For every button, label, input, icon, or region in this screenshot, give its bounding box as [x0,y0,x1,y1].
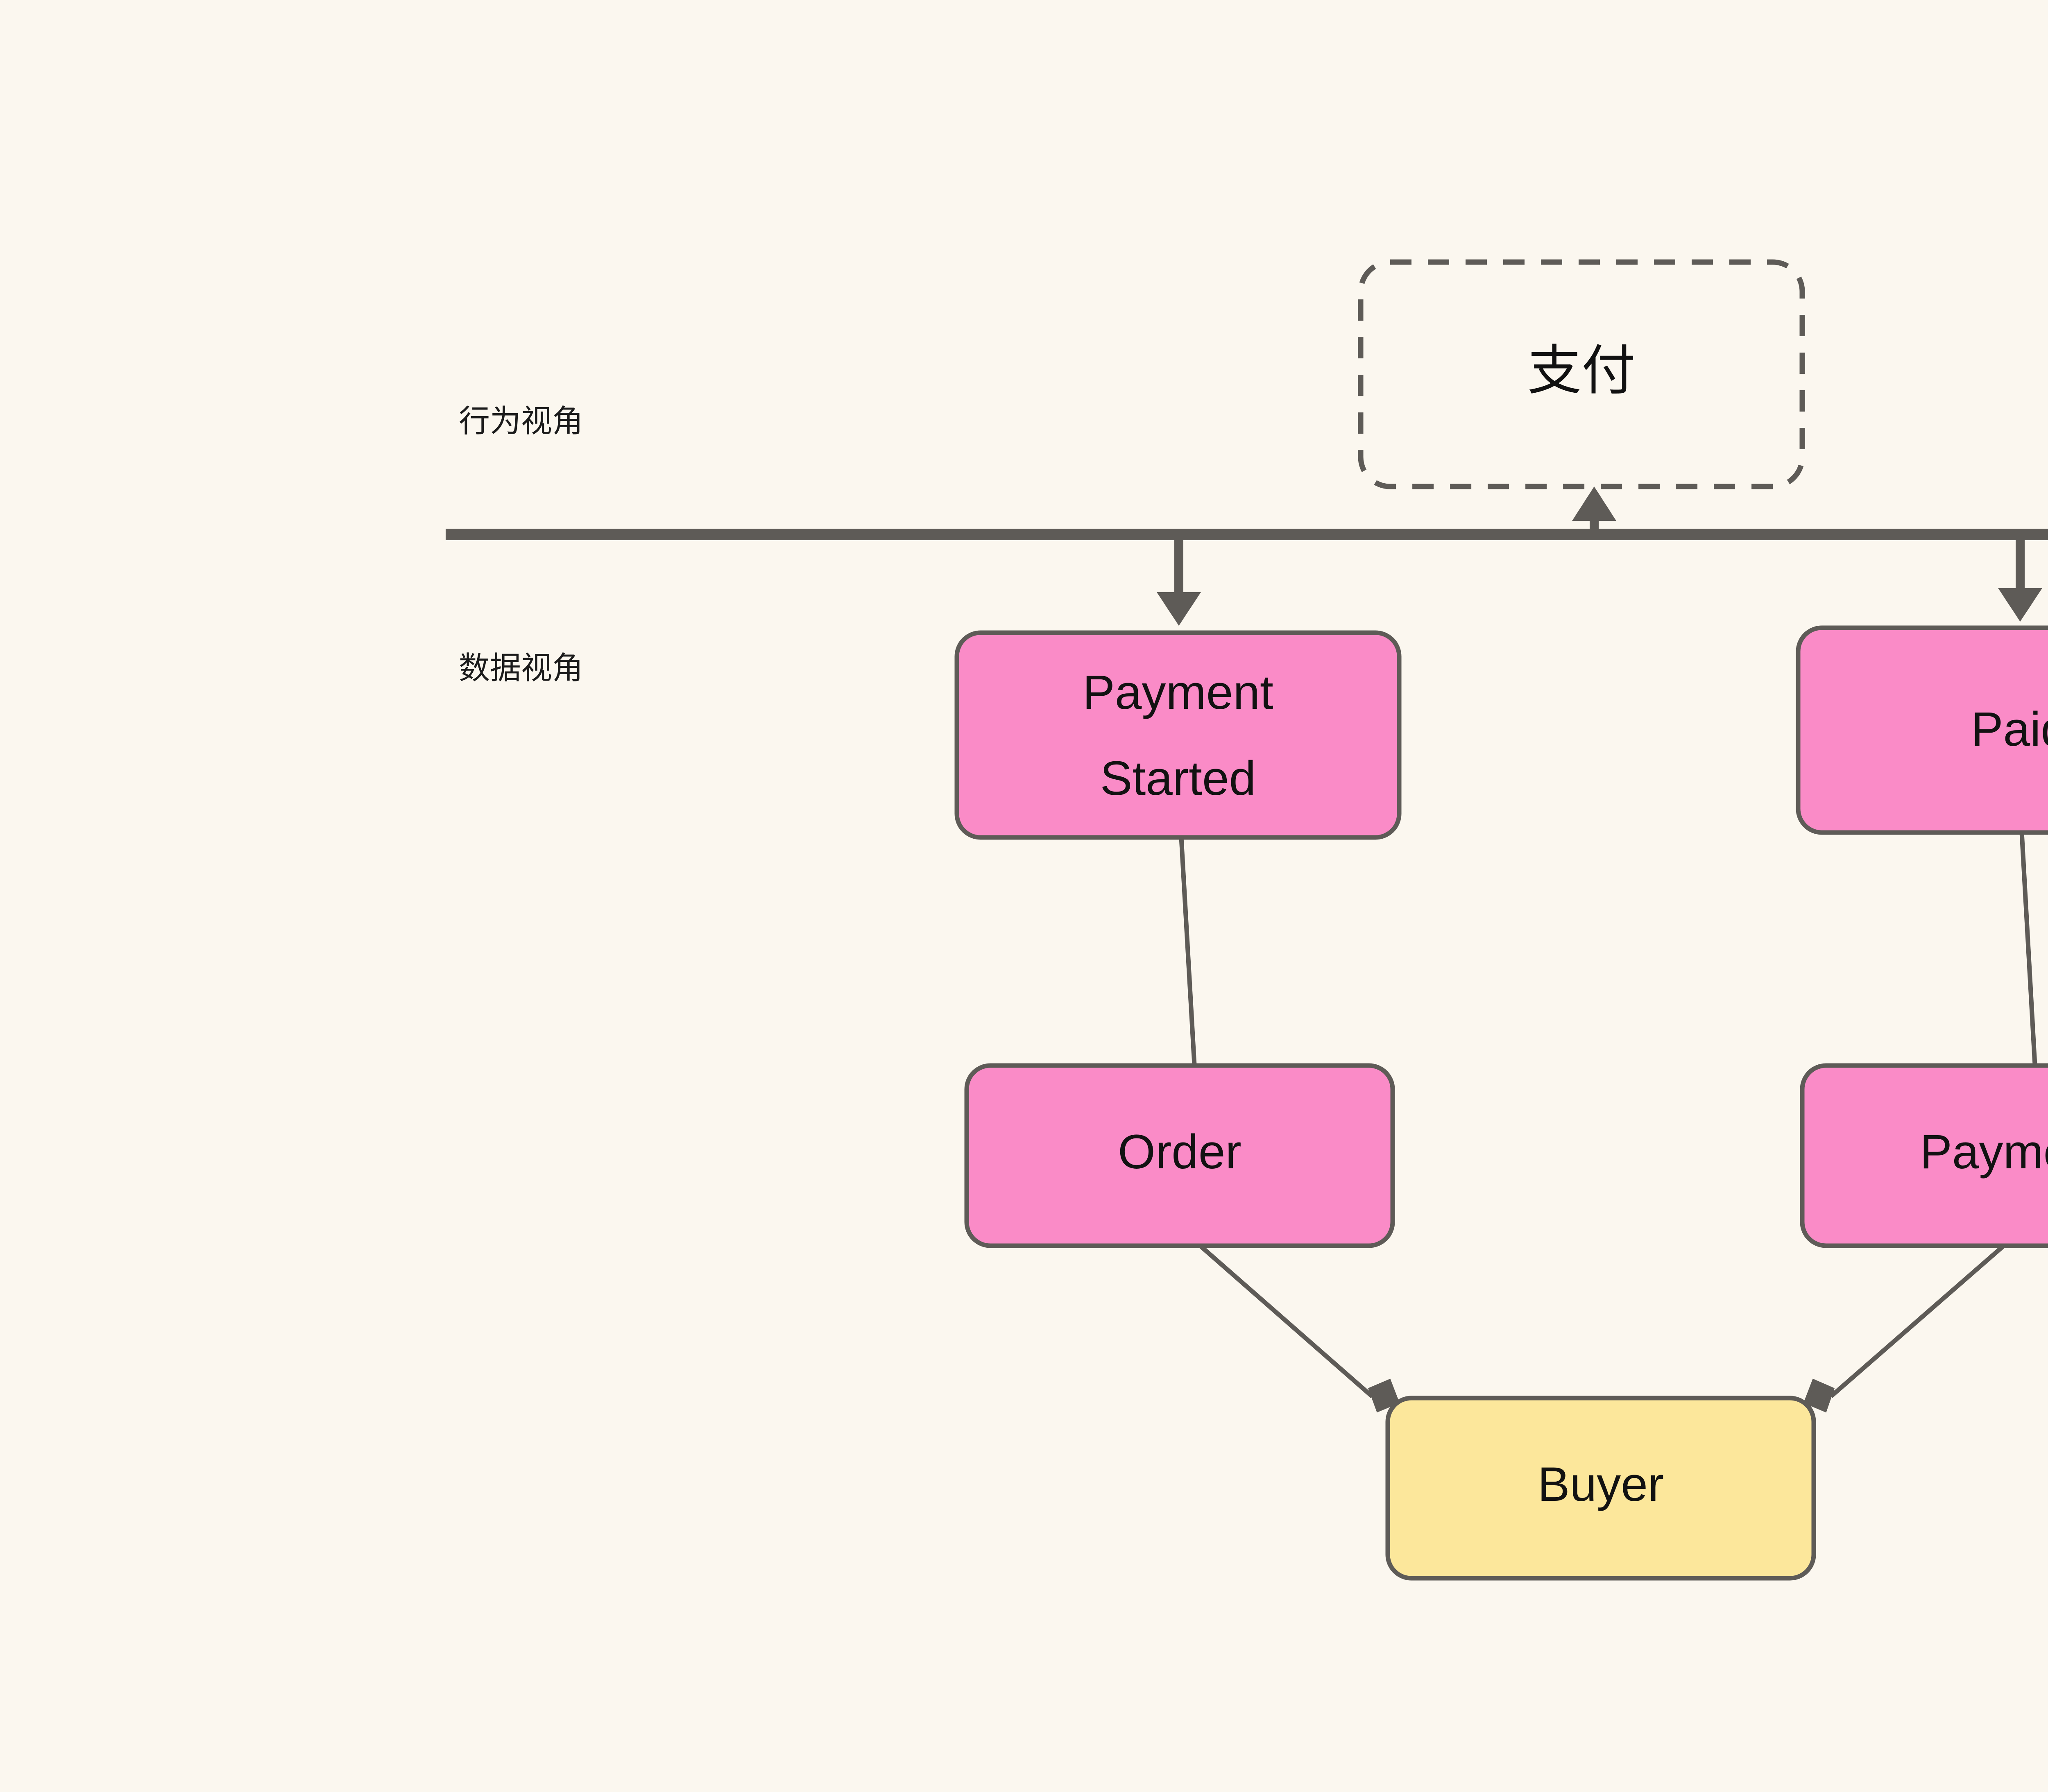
edge-axis-to-payment-started [1157,539,1201,626]
payment-started-label-line1: Payment [1083,665,1273,720]
edge-payment-started-arrowhead [1157,592,1201,626]
time-axis [446,529,2048,540]
edge-axis-to-paid [1998,539,2042,622]
paid-label: Paid [1971,702,2048,756]
paid-box[interactable] [1796,625,2048,835]
pay-activity-label: 支付 [1527,341,1636,401]
order-box[interactable] [964,1063,1395,1248]
payment-label: Payment [1920,1125,2048,1179]
lane-label-data: 数据视角 [459,651,583,686]
payment-started-box[interactable] [954,630,1402,840]
node-payment-started[interactable]: Payment Started [954,630,1402,840]
payment-started-label-line2: Started [1100,751,1256,805]
node-buyer[interactable]: Buyer [1385,1396,1816,1581]
edge-pay-activity-to-axis [1572,486,1616,534]
buyer-label: Buyer [1538,1457,1664,1511]
payment-box[interactable] [1800,1063,2048,1248]
node-payment[interactable]: Payment [1800,1063,2048,1248]
node-paid[interactable]: Paid [1796,625,2048,835]
edge-pay-activity-arrowhead [1572,486,1616,521]
edge-paid-to-payment [2019,832,2037,1065]
edge-order-to-buyer-line [1198,1244,1374,1398]
pay-activity-box[interactable] [1358,259,1805,489]
buyer-box[interactable] [1385,1396,1816,1581]
edge-order-to-buyer [1198,1244,1400,1413]
edge-payment-started-to-order [1179,837,1197,1065]
lane-label-behavior: 行为视角 [459,404,583,439]
edge-paid-arrowhead [1998,588,2042,622]
edge-payment-to-buyer-line [1829,1244,2005,1398]
node-pay-activity[interactable]: 支付 [1358,259,1805,489]
node-order[interactable]: Order [964,1063,1395,1248]
order-label: Order [1118,1125,1241,1179]
edge-payment-to-buyer [1803,1244,2005,1413]
